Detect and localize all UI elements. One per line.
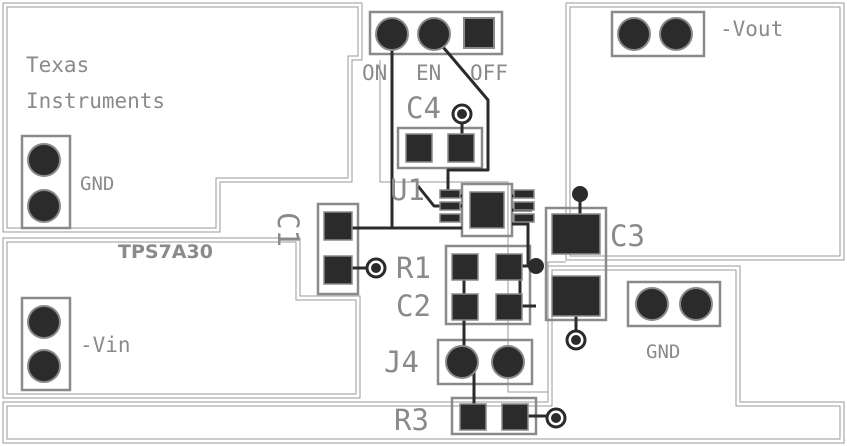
gnd-left-header-outline	[20, 134, 72, 230]
label-gnd-left: GND	[80, 173, 114, 195]
label-j4: J4	[384, 345, 419, 379]
brand-line1: Texas	[26, 53, 89, 77]
pad-c2-1	[451, 293, 479, 321]
vout-header-outline	[610, 10, 706, 58]
label-c4: C4	[406, 91, 441, 125]
pad-u1-l2	[439, 201, 461, 211]
pad-j4-1	[445, 345, 479, 379]
pad-gnd-right-1	[635, 287, 669, 321]
pour-bottom-right	[2, 265, 845, 444]
via-c3-bottom-core	[571, 335, 581, 345]
pad-r3-1	[459, 403, 487, 431]
pad-c1-1	[323, 211, 353, 241]
pad-c4-1	[405, 133, 433, 163]
pad-r1-2	[495, 253, 523, 281]
smd-pads	[323, 133, 601, 431]
pad-r1-1	[451, 253, 479, 281]
pad-u1-l3	[439, 213, 461, 223]
silkscreen-text: Texas Instruments TPS7A30 ON EN OFF -Vou…	[26, 17, 783, 437]
label-r3: R3	[394, 403, 429, 437]
c1-outline	[316, 202, 360, 296]
r1-c2-outline	[444, 244, 532, 326]
via-c4-core	[457, 109, 467, 119]
pad-on	[375, 17, 409, 51]
pad-off	[463, 17, 495, 49]
brand-line2: Instruments	[26, 89, 165, 113]
label-gnd-right: GND	[646, 341, 680, 363]
c4-outline	[396, 126, 484, 170]
pad-c1-2	[323, 255, 353, 285]
gnd-right-header-outline	[626, 280, 722, 328]
via-c3-top	[572, 186, 588, 202]
pad-gnd-left-1	[27, 143, 61, 177]
label-c2: C2	[396, 289, 431, 323]
pad-c3-1	[551, 213, 601, 255]
label-on: ON	[362, 61, 387, 85]
pad-vout-1	[617, 17, 651, 51]
label-vin: -Vin	[80, 333, 131, 357]
pour-left	[2, 237, 361, 399]
label-vout: -Vout	[720, 17, 783, 41]
pad-u1-r1	[513, 189, 535, 199]
label-off: OFF	[470, 61, 508, 85]
via-r3-core	[551, 413, 561, 423]
through-hole-pads	[27, 17, 713, 383]
pad-en	[417, 17, 451, 51]
pad-vin-2	[27, 349, 61, 383]
pad-r3-2	[501, 403, 529, 431]
j1-outline	[368, 10, 504, 56]
pad-vin-1	[27, 305, 61, 339]
j4-outline	[436, 338, 534, 386]
pad-c2-2	[495, 293, 523, 321]
vin-header-outline	[20, 296, 72, 392]
pad-u1-body	[469, 191, 505, 229]
pad-u1-l1	[439, 189, 461, 199]
pad-j4-2	[491, 345, 525, 379]
label-en: EN	[416, 61, 441, 85]
pad-vout-2	[659, 17, 693, 51]
pour-top-left	[2, 2, 363, 233]
label-u1: U1	[390, 173, 425, 207]
pad-c4-2	[447, 133, 475, 163]
pad-gnd-left-2	[27, 189, 61, 223]
pad-c3-2	[551, 275, 601, 317]
pad-u1-r2	[513, 201, 535, 211]
via-c1-core	[371, 263, 381, 273]
label-r1: R1	[396, 251, 431, 285]
pad-u1-r3	[513, 213, 535, 223]
via-r1	[528, 258, 544, 274]
pad-gnd-right-2	[679, 287, 713, 321]
label-c1: C1	[271, 212, 305, 247]
vias	[365, 103, 588, 429]
component-outlines	[20, 10, 722, 436]
label-c3: C3	[610, 219, 645, 253]
part-number: TPS7A30	[118, 241, 213, 263]
trace-en-to-u1	[430, 33, 490, 196]
pour-right	[565, 2, 845, 261]
